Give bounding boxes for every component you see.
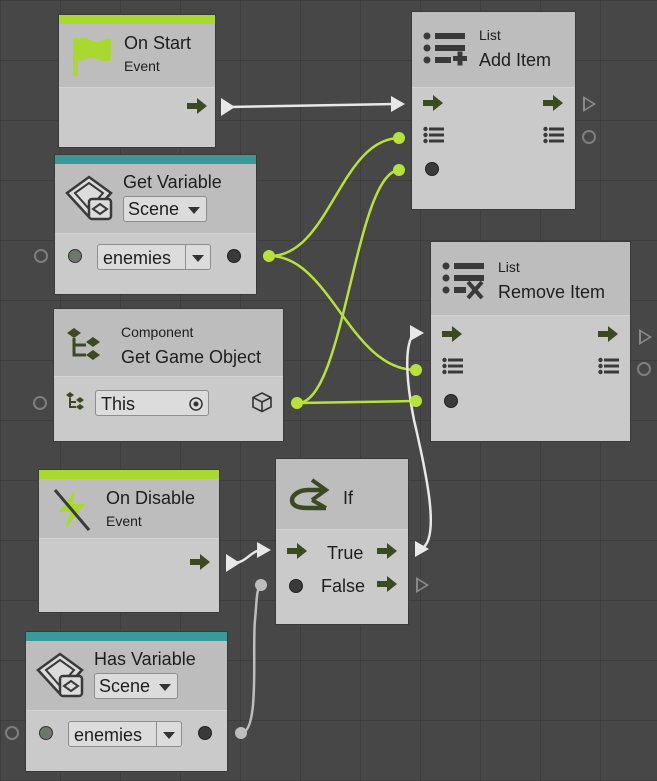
flow-wire-arrow — [221, 98, 235, 116]
true-label: True — [327, 543, 364, 563]
node-title: Get Variable — [123, 172, 222, 192]
flow-wire-start-to-add — [227, 102, 396, 109]
hierarchy-icon — [64, 325, 104, 368]
node-title: Has Variable — [94, 649, 196, 669]
unconnected-port[interactable] — [34, 249, 48, 263]
variable-name-field[interactable]: enemies — [68, 721, 182, 747]
value-output-port[interactable] — [227, 249, 241, 263]
get-game-object-node[interactable]: Component Get Game Object This — [53, 308, 284, 442]
list-input-icon[interactable] — [423, 126, 445, 144]
variable-color-bar — [26, 632, 227, 641]
flow-input-port[interactable] — [422, 94, 444, 112]
unconnected-port[interactable] — [33, 396, 47, 410]
chevron-down-icon — [188, 207, 200, 214]
value-wire-enemies-to-remove-list — [269, 254, 417, 372]
node-category: List — [498, 259, 520, 275]
flag-icon — [69, 32, 115, 83]
variable-icon — [63, 171, 119, 228]
flow-output-port[interactable] — [597, 325, 619, 343]
flow-wire-arrow — [257, 542, 271, 558]
unconnected-flow-port[interactable] — [639, 329, 652, 345]
variable-color-bar — [55, 155, 256, 164]
flow-input-port[interactable] — [441, 325, 463, 343]
scope-dropdown[interactable]: Scene — [123, 196, 207, 222]
target-picker-icon[interactable] — [188, 396, 204, 412]
flow-input-port[interactable] — [286, 542, 308, 560]
value-wire-gameobject-to-add-item — [297, 168, 401, 405]
scope-value: Scene — [128, 199, 180, 219]
flow-output-port[interactable] — [189, 553, 211, 571]
variable-icon — [34, 648, 90, 705]
unconnected-port[interactable] — [5, 726, 19, 740]
value-wire-enemies-to-add-list — [269, 136, 401, 258]
scope-dropdown[interactable]: Scene — [94, 673, 178, 699]
node-title: Remove Item — [498, 282, 606, 302]
unconnected-flow-port[interactable] — [583, 96, 596, 112]
if-node[interactable]: If True False — [275, 458, 409, 625]
unconnected-port[interactable] — [582, 130, 596, 144]
flow-wire-arrow — [410, 325, 424, 341]
node-category: List — [479, 27, 501, 43]
variable-name-field[interactable]: enemies — [97, 244, 211, 270]
node-subtitle: Event — [124, 58, 160, 74]
list-input-icon[interactable] — [442, 357, 464, 375]
value-wire-hasvar-to-if — [240, 584, 262, 735]
has-variable-node[interactable]: Has Variable Scene enemies — [25, 631, 228, 772]
node-subtitle: Event — [106, 513, 142, 529]
node-title: On Start — [124, 33, 192, 53]
event-color-bar — [59, 15, 215, 24]
on-disable-node[interactable]: On Disable Event — [38, 469, 220, 613]
name-input-port[interactable] — [39, 726, 53, 740]
flow-wire-arrow — [415, 541, 429, 557]
chevron-down-icon[interactable] — [192, 255, 204, 262]
node-title: Get Game Object — [121, 347, 262, 367]
on-start-node[interactable]: On Start Event — [58, 14, 216, 148]
value-output-port[interactable] — [198, 726, 212, 740]
add-item-node[interactable]: List Add Item — [411, 11, 576, 210]
item-input-port[interactable] — [425, 162, 439, 176]
target-field[interactable]: This — [95, 390, 209, 416]
branch-icon — [286, 476, 332, 521]
node-category: Component — [121, 324, 194, 340]
hierarchy-icon — [64, 390, 86, 417]
variable-name-value: enemies — [103, 248, 172, 268]
condition-input-port[interactable] — [289, 579, 303, 593]
true-output-port[interactable] — [376, 542, 398, 560]
value-wire-gameobject-to-remove-item — [297, 399, 417, 405]
list-output-icon[interactable] — [598, 357, 620, 375]
flow-output-port[interactable] — [542, 94, 564, 112]
disable-icon — [49, 484, 95, 539]
list-output-icon[interactable] — [543, 126, 565, 144]
false-output-port[interactable] — [376, 575, 398, 593]
flow-wire-arrow — [391, 96, 405, 112]
event-color-bar — [39, 470, 219, 479]
get-variable-node[interactable]: Get Variable Scene enemies — [54, 154, 257, 295]
flow-wire-arrow — [226, 554, 240, 572]
node-title: On Disable — [106, 488, 196, 508]
variable-name-value: enemies — [74, 725, 143, 745]
list-add-icon — [422, 30, 470, 77]
node-title: If — [343, 488, 354, 508]
name-input-port[interactable] — [68, 249, 82, 263]
list-remove-icon — [441, 260, 489, 307]
flow-wire-true-to-remove — [406, 332, 432, 551]
target-value: This — [101, 394, 136, 414]
item-input-port[interactable] — [444, 394, 458, 408]
scope-value: Scene — [99, 676, 151, 696]
unconnected-flow-port[interactable] — [416, 577, 429, 593]
chevron-down-icon[interactable] — [163, 732, 175, 739]
unconnected-port[interactable] — [637, 362, 651, 376]
node-title: Add Item — [479, 50, 552, 70]
false-label: False — [321, 576, 366, 596]
remove-item-node[interactable]: List Remove Item — [430, 241, 631, 442]
chevron-down-icon — [159, 684, 171, 691]
cube-icon — [252, 392, 272, 413]
flow-output-port[interactable] — [186, 97, 208, 115]
